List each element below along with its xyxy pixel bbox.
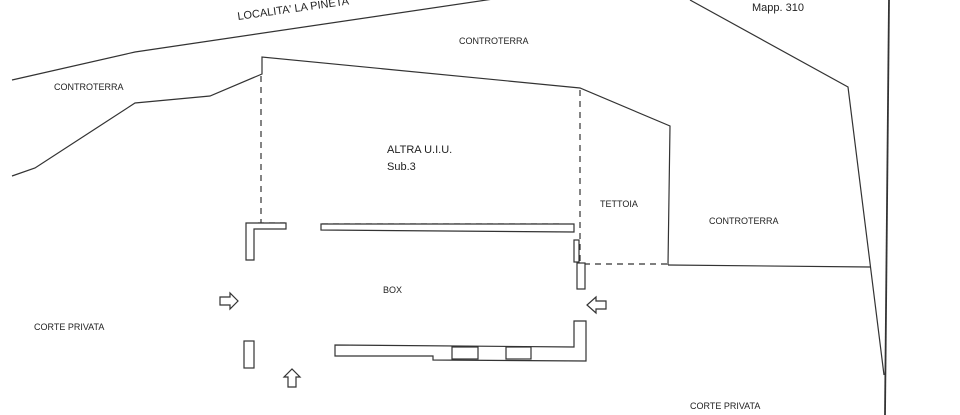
wall-right-top: [576, 262, 586, 290]
corte-privata-bottom-label: CORTE PRIVATA: [690, 401, 760, 411]
mapp-label: Mapp. 310: [752, 2, 804, 14]
wall-right-jamb: [573, 239, 580, 263]
window-2: [505, 346, 532, 360]
altra-uiu-label: ALTRA U.I.U.: [387, 144, 452, 156]
lot-boundary-right: [689, 0, 885, 376]
tettoia-label: TETTOIA: [600, 199, 638, 209]
box-label: BOX: [383, 285, 402, 295]
controterra-right-label: CONTROTERRA: [709, 216, 779, 226]
road-boundary-line: [11, 0, 491, 81]
lot-boundary-left: [11, 56, 671, 266]
controterra-left-label: CONTROTERRA: [54, 82, 124, 92]
controterra-top-label: CONTROTERRA: [459, 36, 529, 46]
wall-left-top: [245, 222, 287, 261]
wall-left-bottom: [243, 340, 255, 369]
road-label: LOCALITA' LA PINETA: [237, 0, 351, 23]
entry-arrow-right-icon: [219, 291, 239, 311]
entry-arrow-left-icon: [586, 295, 607, 315]
sheet-border: [884, 0, 890, 415]
sub-label: Sub.3: [387, 161, 416, 173]
tettoia-boundary: [667, 264, 871, 268]
window-1: [451, 346, 479, 360]
entry-arrow-up-icon: [282, 368, 302, 388]
wall-top: [320, 223, 575, 233]
corte-privata-left-label: CORTE PRIVATA: [34, 322, 104, 332]
